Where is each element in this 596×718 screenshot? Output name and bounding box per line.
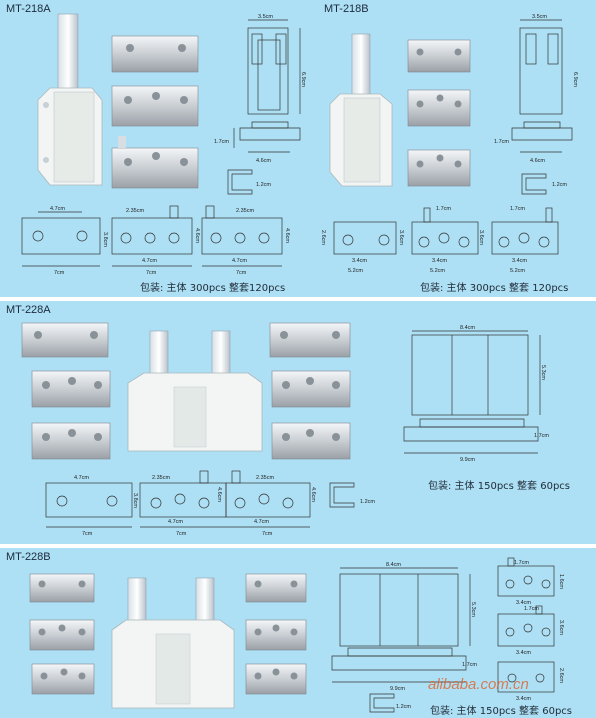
- panel-title: MT-228B: [6, 551, 51, 563]
- svg-text:1.7cm: 1.7cm: [214, 139, 229, 145]
- svg-text:6.9cm: 6.9cm: [300, 72, 306, 87]
- svg-text:2.6cm: 2.6cm: [558, 668, 564, 683]
- svg-text:3.8cm: 3.8cm: [102, 232, 108, 247]
- svg-text:3.4cm: 3.4cm: [516, 650, 531, 656]
- svg-text:7cm: 7cm: [236, 270, 247, 276]
- packing-info: 包装: 主体 300pcs 整套120pcs: [140, 283, 286, 294]
- svg-text:2.35cm: 2.35cm: [152, 475, 170, 481]
- top-view-drawing-b: [333, 19, 573, 255]
- svg-text:5.2cm: 5.2cm: [430, 268, 445, 274]
- catch-body: [127, 330, 263, 452]
- svg-text:3.6cm: 3.6cm: [398, 230, 404, 245]
- svg-text:2.6cm: 2.6cm: [320, 230, 326, 245]
- svg-text:4.7cm: 4.7cm: [232, 258, 247, 264]
- catch-body: [37, 13, 103, 186]
- svg-text:7cm: 7cm: [146, 270, 157, 276]
- svg-text:4.7cm: 4.7cm: [254, 519, 269, 525]
- svg-text:3.4cm: 3.4cm: [352, 258, 367, 264]
- product-drawing: 3.5cm 6.9cm 1.7cm 4.6cm 1.2cm 4.7cm 3.8c…: [21, 13, 306, 276]
- svg-text:9.9cm: 9.9cm: [390, 686, 405, 692]
- svg-text:1.7cm: 1.7cm: [462, 662, 477, 668]
- packing-info-b: 包装: 主体 300pcs 整套 120pcs: [420, 283, 569, 294]
- panel-mt-228b: MT-228B: [0, 548, 596, 718]
- svg-text:1.7cm: 1.7cm: [534, 433, 549, 439]
- svg-text:4.6cm: 4.6cm: [194, 228, 200, 243]
- product-drawing-b: 3.5cm 6.9cm 1.7cm 4.6cm 1.2cm 2.6cm 3.4c…: [320, 14, 578, 274]
- packing-info: 包装: 主体 150pcs 整套 60pcs: [430, 706, 573, 717]
- svg-text:5.2cm: 5.2cm: [348, 268, 363, 274]
- svg-text:4.6cm: 4.6cm: [310, 487, 316, 502]
- svg-text:4.7cm: 4.7cm: [142, 258, 157, 264]
- svg-text:4.7cm: 4.7cm: [168, 519, 183, 525]
- clip-plates-b: [407, 39, 471, 187]
- top-view-drawing: [45, 330, 541, 528]
- panel-title: MT-228A: [6, 304, 51, 316]
- dimension-labels: 3.5cm 6.9cm 1.7cm 4.6cm 1.2cm: [214, 14, 306, 188]
- clip-plates-left: [21, 322, 111, 460]
- panel-title-b: MT-218B: [324, 3, 369, 15]
- svg-text:4.6cm: 4.6cm: [256, 158, 271, 164]
- svg-text:1.2cm: 1.2cm: [360, 499, 375, 505]
- svg-text:3.5cm: 3.5cm: [532, 14, 547, 20]
- svg-text:3.8cm: 3.8cm: [132, 493, 138, 508]
- clip-plates-right: [245, 573, 307, 695]
- plate-schematics: [21, 205, 283, 267]
- panel-title: MT-218A: [6, 3, 51, 15]
- panel-mt-228a: MT-228A: [0, 301, 596, 544]
- svg-text:1.7cm: 1.7cm: [436, 206, 451, 212]
- top-view-drawing: [227, 19, 301, 195]
- svg-text:3.4cm: 3.4cm: [432, 258, 447, 264]
- svg-text:7cm: 7cm: [82, 531, 93, 537]
- svg-text:7cm: 7cm: [54, 270, 65, 276]
- watermark: alibaba.com.cn: [428, 676, 529, 693]
- panel-mt-218a: MT-218A: [0, 0, 596, 297]
- svg-text:5.3cm: 5.3cm: [470, 602, 476, 617]
- svg-text:1.6cm: 1.6cm: [558, 574, 564, 589]
- clip-plates-left: [29, 573, 95, 695]
- svg-text:4.6cm: 4.6cm: [216, 487, 222, 502]
- svg-text:3.4cm: 3.4cm: [516, 696, 531, 702]
- svg-text:1.2cm: 1.2cm: [256, 182, 271, 188]
- svg-text:2.35cm: 2.35cm: [236, 208, 254, 214]
- svg-text:9.9cm: 9.9cm: [460, 457, 475, 463]
- svg-text:6.9cm: 6.9cm: [572, 72, 578, 87]
- packing-info: 包装: 主体 150pcs 整套 60pcs: [428, 481, 571, 492]
- svg-text:7cm: 7cm: [176, 531, 187, 537]
- catch-body-b: [329, 33, 393, 187]
- svg-text:3.5cm: 3.5cm: [258, 14, 273, 20]
- catch-body: [111, 577, 235, 709]
- svg-text:7cm: 7cm: [262, 531, 273, 537]
- svg-text:2.35cm: 2.35cm: [126, 208, 144, 214]
- svg-text:1.2cm: 1.2cm: [396, 704, 411, 710]
- svg-text:1.7cm: 1.7cm: [510, 206, 525, 212]
- svg-text:1.7cm: 1.7cm: [524, 606, 539, 612]
- svg-text:4.6cm: 4.6cm: [530, 158, 545, 164]
- svg-text:4.7cm: 4.7cm: [50, 206, 65, 212]
- svg-text:1.2cm: 1.2cm: [552, 182, 567, 188]
- product-drawing: 8.4cm 5.3cm 1.7cm 9.9cm 1.2cm 4.7cm 3.8c…: [21, 322, 549, 537]
- svg-text:8.4cm: 8.4cm: [386, 562, 401, 568]
- svg-text:1.7cm: 1.7cm: [514, 560, 529, 566]
- svg-text:4.6cm: 4.6cm: [284, 228, 290, 243]
- clip-plates-right: [269, 322, 351, 460]
- top-view-drawing: [331, 557, 555, 713]
- svg-text:5.3cm: 5.3cm: [540, 365, 546, 380]
- svg-text:3.6cm: 3.6cm: [558, 620, 564, 635]
- svg-text:3.6cm: 3.6cm: [478, 230, 484, 245]
- svg-text:3.4cm: 3.4cm: [516, 600, 531, 606]
- svg-text:8.4cm: 8.4cm: [460, 325, 475, 331]
- svg-text:4.7cm: 4.7cm: [74, 475, 89, 481]
- product-drawing: 8.4cm 5.3cm 1.7cm 9.9cm 1.2cm 1.7cm 1.6c…: [29, 557, 564, 713]
- svg-text:3.4cm: 3.4cm: [512, 258, 527, 264]
- clip-plates: [111, 35, 199, 189]
- svg-text:1.7cm: 1.7cm: [494, 139, 509, 145]
- svg-text:5.2cm: 5.2cm: [510, 268, 525, 274]
- svg-text:2.35cm: 2.35cm: [256, 475, 274, 481]
